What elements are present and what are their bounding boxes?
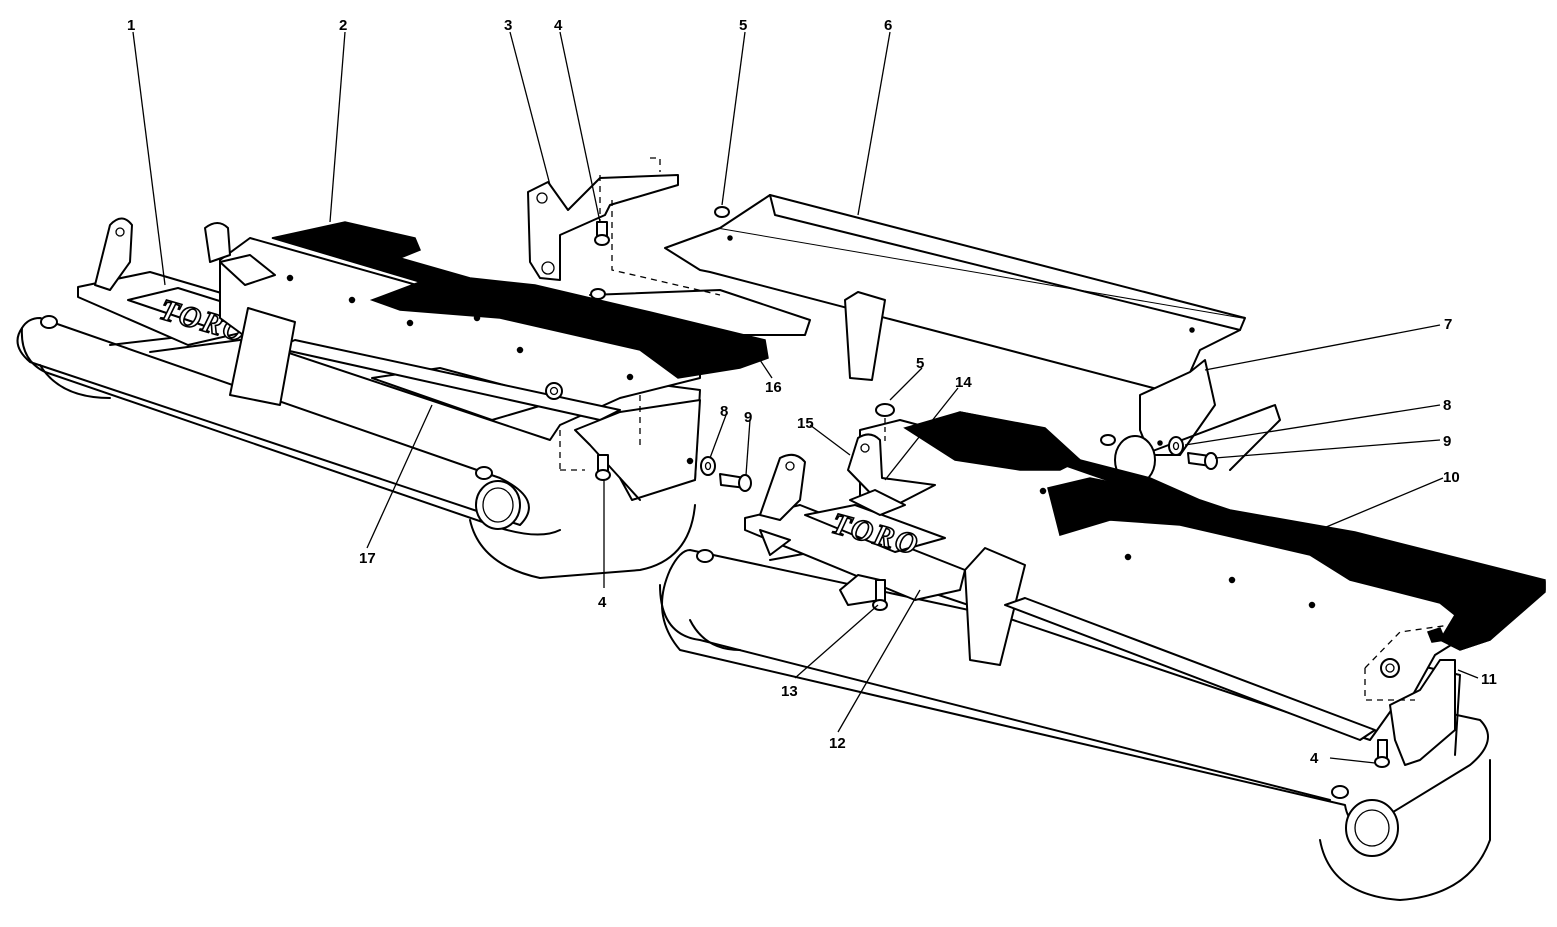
callout-6: 6 [884,17,892,34]
callout-11: 11 [1481,671,1497,688]
right-upright-bracket [964,547,1026,666]
left-assembly: TORO [16,217,769,579]
right-bolt [1374,739,1390,768]
callout-12: 12 [829,735,846,752]
right-bracket-14 [847,433,936,504]
leader-lines [132,31,1479,764]
right-logo-plate: TORO [744,453,966,601]
top-bracket-part-3 [527,157,721,296]
left-bolt [595,454,611,481]
bolt-13 [839,574,888,611]
left-washer-bolt [700,456,752,492]
callout-5: 5 [739,17,747,34]
right-assembly: TORO [659,403,1546,901]
left-tube-plug [40,315,58,329]
right-washer-bolt [1168,436,1218,470]
callout-14: 14 [955,374,972,391]
left-black-mat [271,221,769,379]
callout-5: 5 [916,355,924,372]
left-upright-bracket [229,307,296,406]
callout-4: 4 [598,594,607,611]
callout-16: 16 [765,379,782,396]
left-cover-plate [204,221,769,441]
callout-9: 9 [744,409,752,426]
callout-3: 3 [504,17,512,34]
callout-13: 13 [781,683,798,700]
callout-8: 8 [1443,397,1451,414]
callout-2: 2 [339,17,347,34]
callout-10: 10 [1443,469,1460,486]
right-top-bracket-7 [1139,359,1216,456]
callout-4: 4 [554,17,563,34]
left-rear-bracket [545,382,701,501]
callout-9: 9 [1443,433,1451,450]
right-rear-bracket-11 [1364,624,1456,766]
callout-7: 7 [1444,316,1452,333]
callout-17: 17 [359,550,376,567]
callout-4: 4 [1310,750,1319,767]
callout-15: 15 [797,415,814,432]
right-roller-tube [659,549,1491,901]
callout-1: 1 [127,17,135,34]
callout-labels: 1 2 3 4 5 6 7 5 14 8 9 16 15 8 9 10 17 4… [127,17,1497,767]
right-top-cover [589,194,1246,456]
callout-8: 8 [720,403,728,420]
